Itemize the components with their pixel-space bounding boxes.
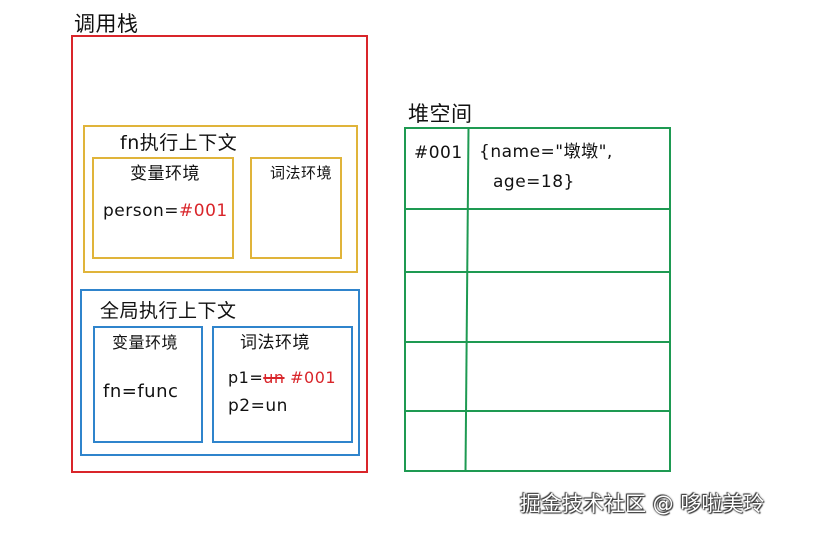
heap-row-divider xyxy=(405,341,671,343)
global-lexical-env-title: 词法环境 xyxy=(240,333,310,353)
p1-new-value: #001 xyxy=(290,368,337,387)
global-context-title: 全局执行上下文 xyxy=(100,300,237,322)
global-lexical-env-box xyxy=(212,326,353,443)
heap-title: 堆空间 xyxy=(408,102,473,126)
global-lexical-env-p2: p2=un xyxy=(228,396,288,416)
heap-row-divider xyxy=(405,410,671,412)
heap-box xyxy=(404,127,671,472)
global-context-box xyxy=(80,289,360,456)
fn-variable-env-entry: person=#001 xyxy=(103,203,228,220)
fn-lexical-env-title: 词法环境 xyxy=(270,164,333,182)
fn-variable-env-title: 变量环境 xyxy=(130,164,200,184)
fn-variable-env-box xyxy=(92,157,234,259)
fn-context-box xyxy=(83,125,358,273)
heap-row-address: #001 xyxy=(414,143,463,163)
entry-name: person= xyxy=(103,201,180,221)
entry-value: #001 xyxy=(179,201,228,221)
p1-old-value: un xyxy=(263,368,285,387)
global-variable-env-box xyxy=(93,326,203,443)
watermark: 掘金技术社区 @ 哆啦美玲 xyxy=(520,492,765,516)
heap-row-divider xyxy=(405,271,671,273)
global-lexical-env-p1: p1=un #001 xyxy=(228,370,336,386)
call-stack-box xyxy=(71,35,368,473)
heap-row-divider xyxy=(405,208,671,210)
call-stack-title: 调用栈 xyxy=(74,12,139,36)
global-variable-env-entry: fn=func xyxy=(103,381,179,402)
p1-name: p1= xyxy=(228,368,264,387)
heap-row-value-line1: {name="墩墩", xyxy=(479,142,613,162)
global-variable-env-title: 变量环境 xyxy=(112,333,179,352)
heap-row-value-line2: age=18} xyxy=(493,172,575,192)
fn-lexical-env-box xyxy=(250,157,342,259)
fn-context-title: fn执行上下文 xyxy=(120,132,238,154)
